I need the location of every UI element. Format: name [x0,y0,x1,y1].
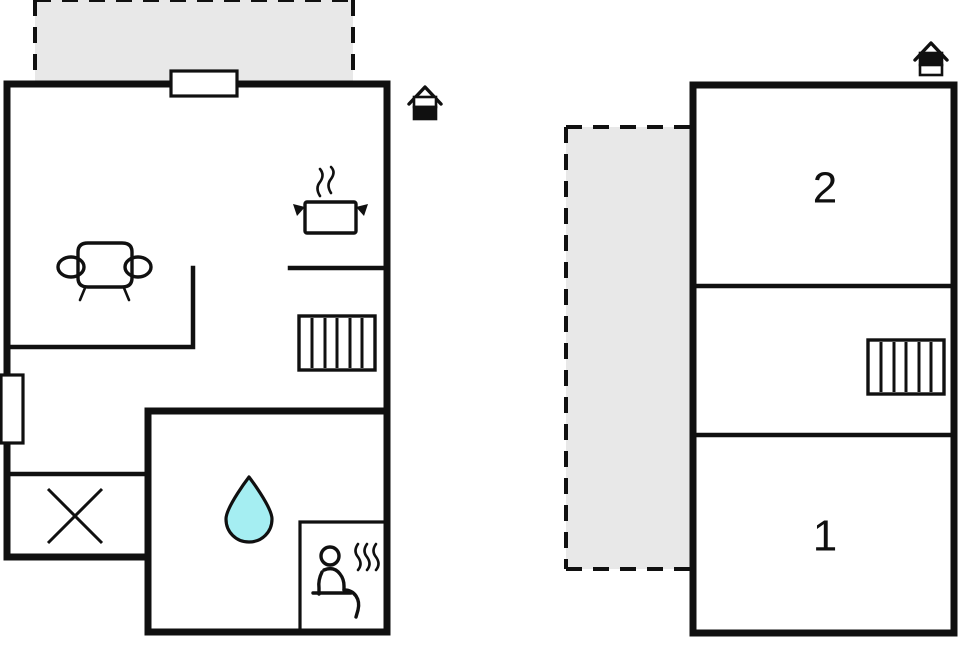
room-number-1: 1 [813,512,837,561]
stairs-icon-upper [866,338,946,396]
living-room-partition-wall [4,265,196,350]
house-upper-floor-icon [913,41,949,77]
terrace-west [564,125,694,571]
terrace-north [33,0,355,82]
house-ground-floor-icon [407,85,443,121]
room-number-2: 2 [813,164,837,213]
upper-floor-plan: 2 1 [564,41,958,637]
sauna-cabin-walls [298,520,389,632]
stairs-icon [297,314,377,372]
cooking-pot-icon [293,165,368,235]
cross-icon [46,487,104,545]
sofa-icon [56,241,153,302]
sauna-person-icon [311,542,380,619]
side-door-left[interactable] [0,373,25,445]
water-drop-icon [224,475,274,544]
ground-floor-plan [0,0,443,636]
bathroom-walls [144,407,391,636]
front-door-top[interactable] [169,69,239,98]
upper-floor-outer-wall [689,81,958,637]
